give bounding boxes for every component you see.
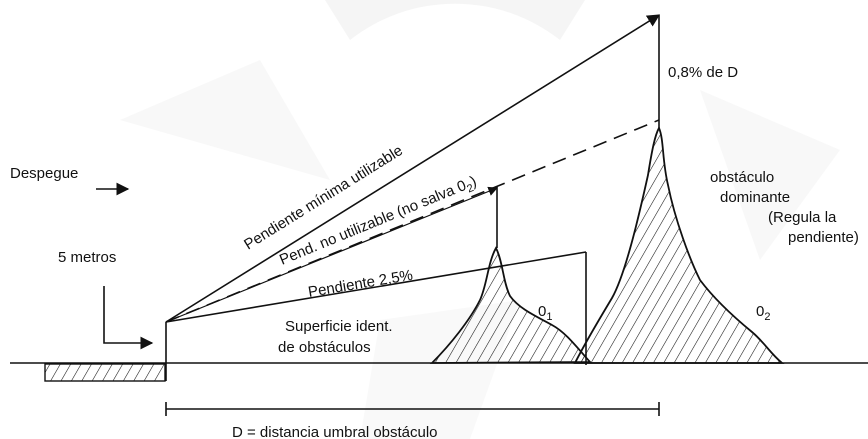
dominant-label-line2: dominante [720,189,790,206]
surface-label-line1: Superficie ident. [285,318,393,335]
unusable-slope-text: Pend. no utilizable (no salva 0 [277,177,469,269]
obstacle1-label: 01 [538,303,552,323]
obstacle1-sub: 1 [546,311,552,323]
runway-block [44,363,166,382]
slope-25-label: Pendiente 2,5% [307,267,414,301]
unusable-slope-sub: 2 [465,182,475,195]
pct-d-label: 0,8% de D [668,64,738,81]
obstacle2-label: 02 [756,303,770,323]
unusable-slope-label: Pend. no utilizable (no salva 02) [277,173,480,272]
takeoff-label: Despegue [10,165,78,182]
dominant-label-line1: obstáculo [710,169,774,186]
obstacle2-main: 0 [756,303,764,320]
surface-label-line2: de obstáculos [278,339,371,356]
distance-label: D = distancia umbral obstáculo [232,424,438,439]
height-label: 5 metros [58,249,116,266]
unusable-slope-close: ) [468,173,479,191]
obstacle-2 [573,125,785,364]
dominant-label-line4: pendiente) [788,229,859,246]
height-arrow [103,286,154,350]
slope-25-line [165,251,587,323]
obstacle1-slope-line [165,186,498,323]
obstacle2-sub: 2 [764,311,770,323]
obstacle-1 [429,246,592,364]
dominant-label-line3: (Regula la [768,209,837,226]
min-usable-slope-line [165,14,661,323]
obstacle1-main: 0 [538,303,546,320]
